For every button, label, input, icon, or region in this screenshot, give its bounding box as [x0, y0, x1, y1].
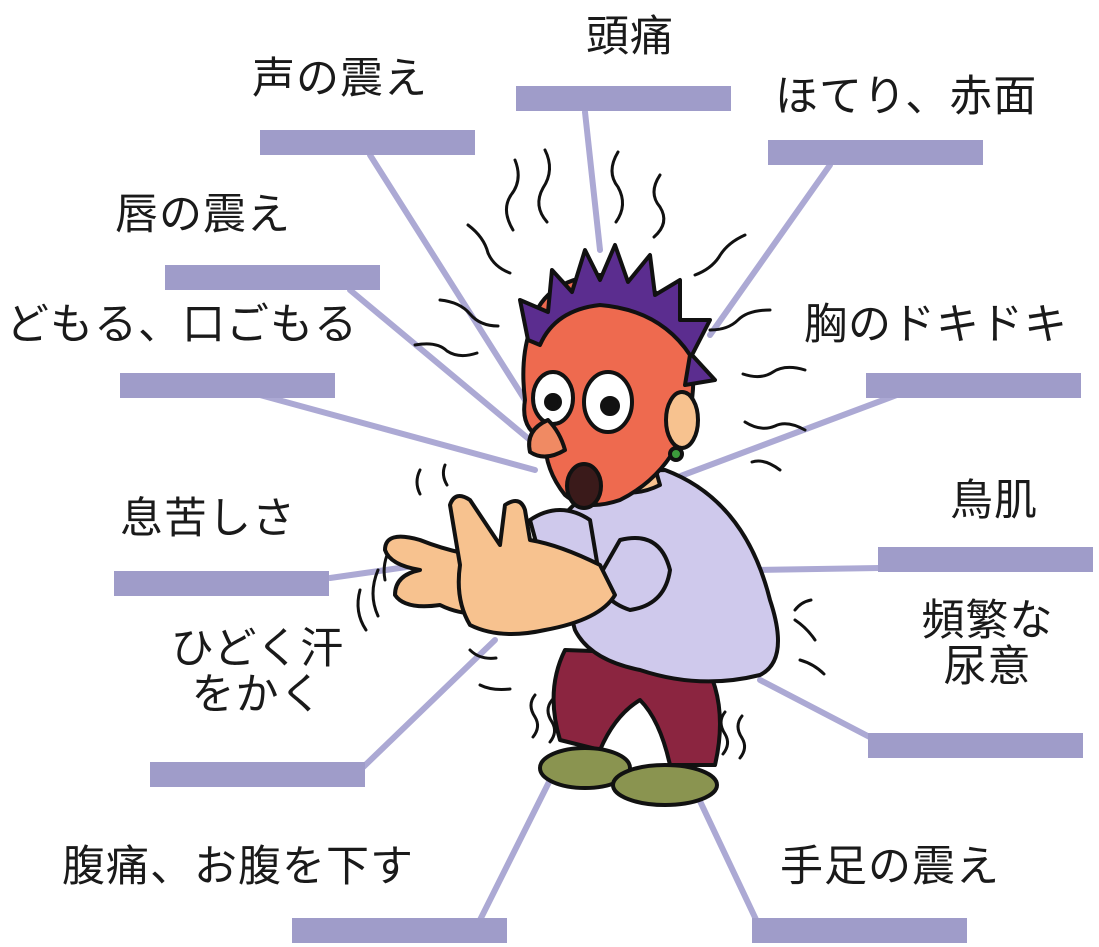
- ear: [664, 390, 700, 450]
- bar-goosebumps: [878, 547, 1093, 572]
- earring: [668, 446, 684, 462]
- bar-stomach: [292, 918, 507, 943]
- label-limb-tremor: 手足の震え: [780, 842, 1000, 892]
- bar-lip-tremor: [165, 265, 380, 290]
- leader-lip-tremor: [347, 287, 533, 443]
- frightened-man: [383, 243, 780, 807]
- tremor-line: [719, 710, 730, 756]
- label-headache: 頭痛: [586, 12, 674, 62]
- right-pupil: [600, 396, 620, 416]
- label-voice-tremor: 声の震え: [252, 54, 428, 104]
- leader-voice-tremor: [367, 152, 528, 403]
- label-stuttering: どもる、口ごもる: [6, 300, 358, 350]
- shake-line: [505, 158, 520, 232]
- shake-line: [537, 148, 551, 224]
- label-sweating-line1: ひどく汗: [170, 624, 345, 674]
- shake-line: [743, 420, 807, 432]
- label-palpitations: 胸のドキドキ: [804, 300, 1068, 350]
- tremor-line: [371, 568, 380, 618]
- bar-sweating: [150, 762, 365, 787]
- leader-urination: [757, 677, 888, 748]
- shake-line: [438, 298, 500, 328]
- shake-line: [466, 223, 512, 275]
- bar-urination: [868, 733, 1083, 758]
- tremor-line: [441, 463, 449, 487]
- tremor-line: [736, 714, 747, 760]
- shake-line: [652, 173, 666, 239]
- leader-sweating: [352, 637, 498, 778]
- mouth: [565, 462, 603, 510]
- bar-breathlessness: [114, 571, 329, 596]
- shake-line: [413, 342, 479, 358]
- shake-line: [708, 308, 772, 332]
- front-hand: [448, 494, 617, 636]
- leader-hot-flush: [707, 162, 833, 338]
- bar-hot-flush: [768, 140, 983, 165]
- shake-lines: [413, 148, 807, 472]
- leader-stomach: [472, 757, 563, 933]
- left-pupil: [544, 393, 562, 411]
- nose: [527, 418, 567, 459]
- label-urination: 頻繁な 尿意: [900, 598, 1075, 691]
- label-hot-flush: ほてり、赤面: [775, 72, 1038, 122]
- tremor-line: [798, 658, 826, 676]
- tremor-line: [356, 588, 368, 632]
- shake-line: [750, 459, 782, 472]
- tremor-line: [546, 698, 557, 744]
- shake-line: [610, 150, 624, 224]
- label-goosebumps: 鳥肌: [950, 476, 1038, 526]
- label-bars: [114, 86, 1093, 943]
- tremor-line: [529, 693, 540, 739]
- label-sweating-line2: をかく: [191, 670, 324, 721]
- bar-stuttering: [120, 373, 335, 398]
- hair: [518, 243, 717, 387]
- bar-limb-tremor: [752, 918, 967, 943]
- bar-palpitations: [866, 373, 1081, 398]
- right-shoe: [611, 763, 719, 807]
- bar-voice-tremor: [260, 130, 475, 155]
- leader-headache: [582, 109, 603, 253]
- bar-headache: [516, 86, 731, 111]
- leader-lines: [257, 109, 913, 933]
- label-urination-line2: 尿意: [943, 642, 1032, 693]
- tremor-line: [793, 598, 813, 612]
- left-shoe: [538, 746, 632, 790]
- label-sweating: ひどく汗 をかく: [150, 626, 365, 719]
- leader-stuttering: [257, 392, 538, 473]
- shake-line: [741, 365, 807, 379]
- tremor-line: [415, 468, 422, 496]
- label-stomach: 腹痛、お腹を下す: [62, 842, 414, 892]
- tremor-line: [478, 683, 512, 691]
- label-breathlessness: 息苦しさ: [120, 494, 296, 544]
- label-urination-line1: 頻繁な: [921, 596, 1054, 646]
- leader-limb-tremor: [687, 777, 763, 931]
- tremor-line: [468, 648, 498, 660]
- shake-line: [693, 233, 747, 277]
- label-lip-tremor: 唇の震え: [115, 190, 291, 240]
- tremor-line: [793, 618, 817, 642]
